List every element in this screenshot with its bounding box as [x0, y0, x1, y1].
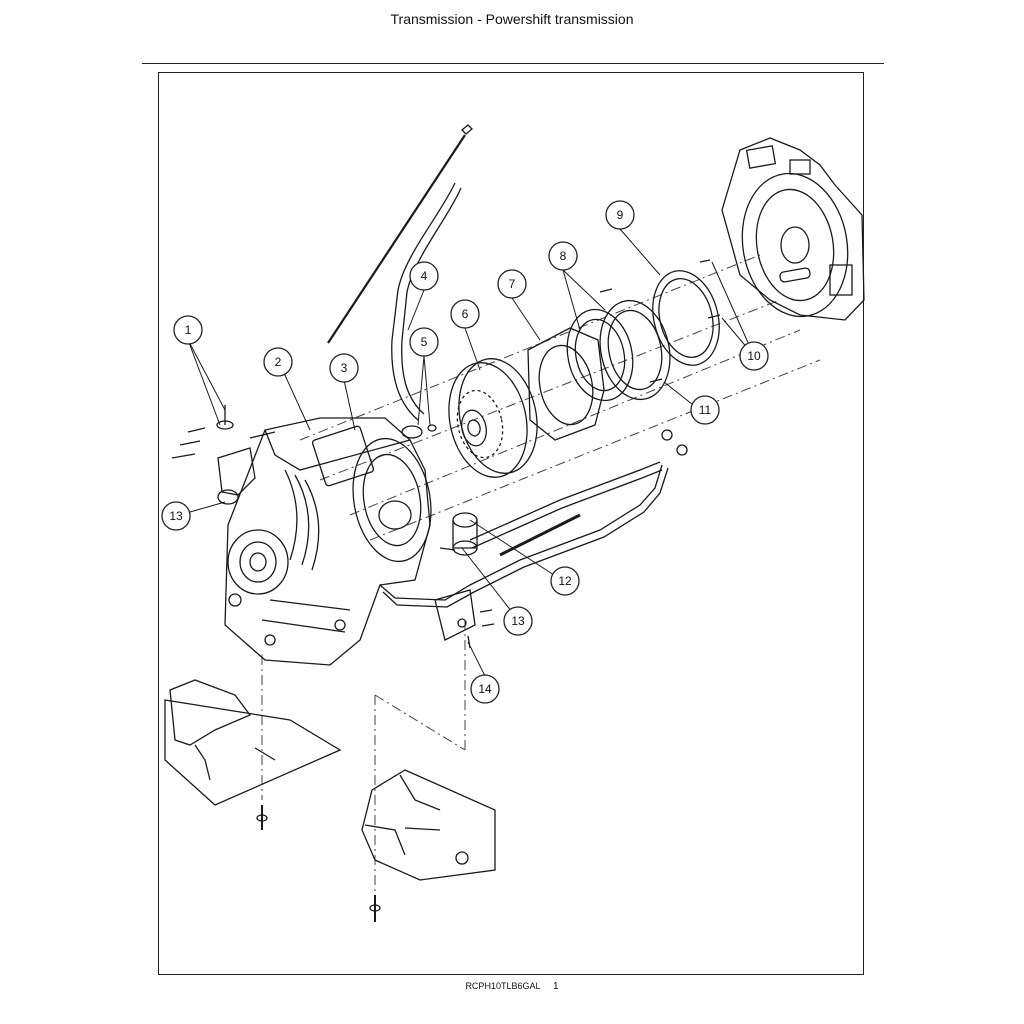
front-mount-bracket: [171, 405, 276, 505]
callout-markers: 1 2 3 4 5 6 7 8 9 10 11 12 13 13 14: [161, 200, 769, 704]
header-divider: [142, 63, 884, 64]
clamp-part: [401, 424, 437, 439]
engine-block: [721, 137, 865, 321]
svg-text:14: 14: [478, 682, 492, 696]
transmission-housing: [224, 417, 432, 666]
svg-text:5: 5: [421, 335, 428, 349]
callout-11: 11: [690, 395, 720, 425]
page-number: 1: [553, 981, 559, 992]
callout-9: 9: [605, 200, 635, 230]
svg-text:9: 9: [617, 208, 624, 222]
callout-10: 10: [739, 341, 769, 371]
page-title: Transmission - Powershift transmission: [390, 11, 634, 27]
dipstick-tube: [391, 182, 462, 421]
flexplate-a: [566, 308, 634, 402]
callout-7: 7: [497, 269, 527, 299]
svg-text:1: 1: [185, 323, 192, 337]
callout-2: 2: [263, 347, 293, 377]
callout-6: 6: [450, 299, 480, 329]
leader-lines: [187, 228, 755, 677]
page-footer: RCPH10TLB6GAL 1: [0, 981, 1024, 992]
svg-text:13: 13: [169, 509, 183, 523]
bottom-center-bracket: [361, 769, 496, 922]
diagram-frame: [158, 72, 864, 975]
svg-text:4: 4: [421, 269, 428, 283]
svg-text:10: 10: [747, 349, 761, 363]
svg-text:11: 11: [699, 403, 712, 417]
cooler-lines: [379, 461, 669, 608]
callout-4: 4: [409, 261, 439, 291]
svg-text:6: 6: [462, 307, 469, 321]
callout-14: 14: [470, 674, 500, 704]
dipstick: [327, 124, 473, 344]
callout-3: 3: [329, 353, 359, 383]
callout-1: 1: [173, 315, 203, 345]
adapter-plate: [527, 327, 605, 441]
svg-text:2: 2: [275, 355, 282, 369]
callout-13-left: 13: [161, 501, 191, 531]
callout-5: 5: [409, 327, 439, 357]
alignment-axes: [261, 254, 821, 900]
svg-text:3: 3: [341, 361, 348, 375]
callout-12: 12: [550, 566, 580, 596]
bolts: [599, 259, 721, 456]
ring-plate: [652, 270, 720, 366]
svg-text:13: 13: [511, 614, 525, 628]
svg-text:7: 7: [509, 277, 516, 291]
callout-8: 8: [548, 241, 578, 271]
torque-converter: [448, 358, 538, 478]
svg-text:12: 12: [558, 574, 572, 588]
rear-mount: [434, 512, 495, 649]
figure-code: RCPH10TLB6GAL: [465, 981, 541, 991]
bottom-left-shield: [164, 679, 342, 830]
callout-13-right: 13: [503, 606, 533, 636]
svg-text:8: 8: [560, 249, 567, 263]
